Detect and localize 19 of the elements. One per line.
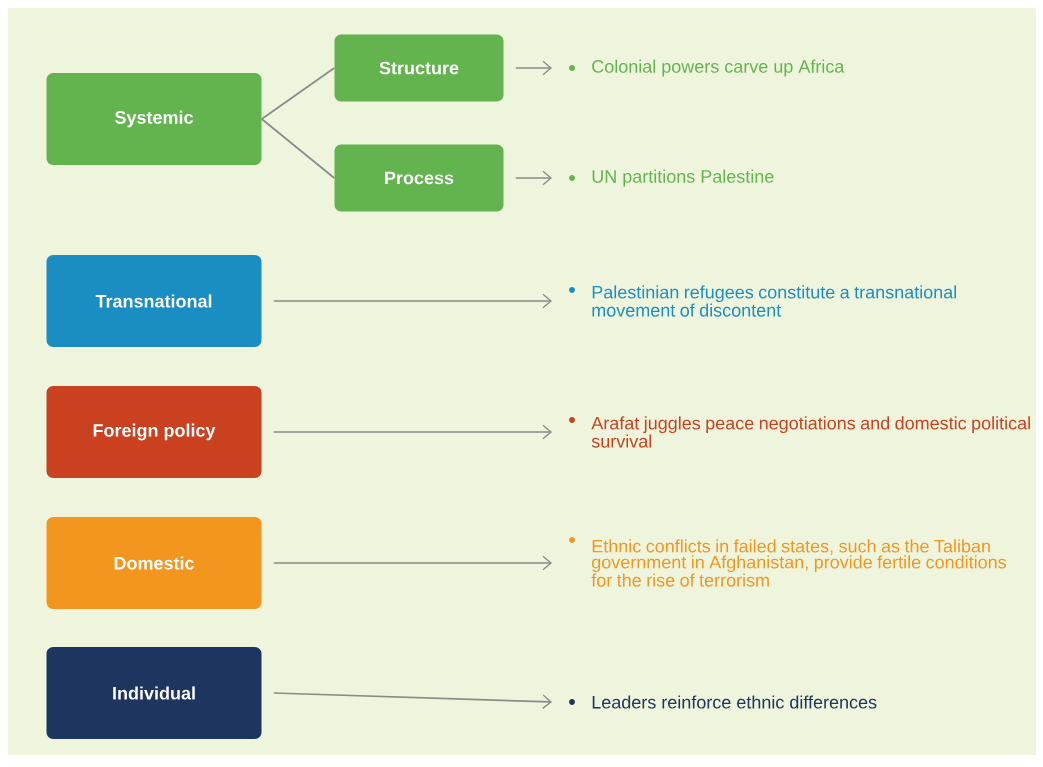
category-box: Structure (334, 34, 504, 102)
example-text: Arafat juggles peace negotiations and domestic political survival (591, 416, 1030, 448)
category-box: Systemic (46, 73, 262, 165)
arrow (272, 424, 552, 440)
example-text: UN partitions Palestine (592, 169, 774, 187)
category-box: Individual (46, 647, 262, 739)
arrow (272, 293, 552, 309)
example-text: Colonial powers carve up Africa (592, 59, 845, 77)
category-box: Domestic (46, 517, 262, 609)
example-text: Palestinian refugees constitute a transnational movement of discontent (592, 285, 956, 317)
category-box: Foreign policy (46, 386, 262, 478)
category-box: Transnational (46, 255, 262, 347)
arrow (514, 170, 552, 186)
category-box: Process (334, 144, 504, 212)
arrow (514, 60, 552, 76)
arrow (272, 692, 552, 710)
example-text: Ethnic conflicts in failed states, such as the Taliban government in Afghanistan, provide fertile conditions for the rise of terrorism (591, 539, 1006, 587)
arrow (272, 555, 552, 571)
example-text: Leaders reinforce ethnic differences (592, 695, 877, 709)
